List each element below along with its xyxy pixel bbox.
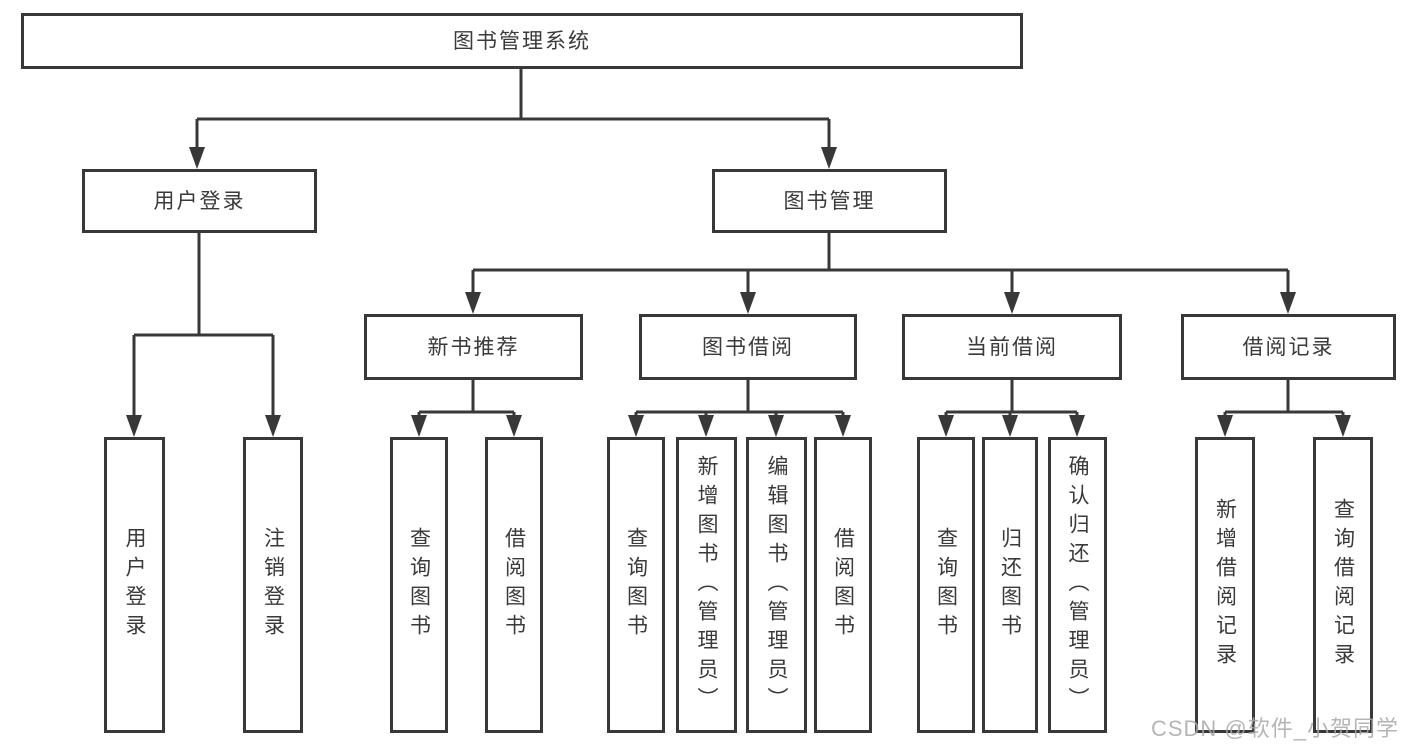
edge-bookborrow-to-leaves: [634, 380, 845, 420]
node-current-borrow: 当前借阅: [902, 314, 1122, 380]
leaf-add-book-admin: 新增图书（管理员）: [676, 437, 737, 733]
csdn-watermark: CSDN @软件_小贺同学: [1150, 716, 1399, 741]
leaf-confirm-return-admin: 确认归还（管理员）: [1048, 437, 1107, 733]
leaf-return-books: 归还图书: [982, 437, 1038, 733]
node-borrow-records: 借阅记录: [1181, 314, 1396, 380]
node-book-management: 图书管理: [712, 169, 947, 233]
leaf-logout: 注销登录: [243, 437, 303, 733]
edge-userlogin-to-leaves: [132, 233, 275, 418]
edge-currentborrow-to-leaves: [944, 380, 1079, 420]
edge-bookmgmt-to-level3: [471, 233, 1290, 295]
node-book-borrow: 图书借阅: [639, 314, 857, 380]
leaf-add-borrow-record: 新增借阅记录: [1195, 437, 1255, 733]
leaf-query-borrow-record: 查询借阅记录: [1313, 437, 1373, 733]
leaf-query-books-current: 查询图书: [917, 437, 975, 733]
leaf-query-books-borrow: 查询图书: [607, 437, 665, 733]
node-new-book-recommend: 新书推荐: [364, 314, 583, 380]
leaf-query-books-recommend: 查询图书: [390, 437, 448, 733]
node-library-management-system: 图书管理系统: [21, 13, 1023, 69]
edge-newbookrec-to-leaves: [417, 380, 516, 420]
edge-root-to-level2: [195, 69, 831, 150]
node-user-login: 用户登录: [82, 169, 317, 233]
leaf-user-login: 用户登录: [104, 437, 165, 733]
edge-borrowrecords-to-leaves: [1223, 380, 1345, 420]
leaf-edit-book-admin: 编辑图书（管理员）: [746, 437, 807, 733]
leaf-borrow-books-recommend: 借阅图书: [485, 437, 543, 733]
leaf-borrow-books: 借阅图书: [814, 437, 872, 733]
